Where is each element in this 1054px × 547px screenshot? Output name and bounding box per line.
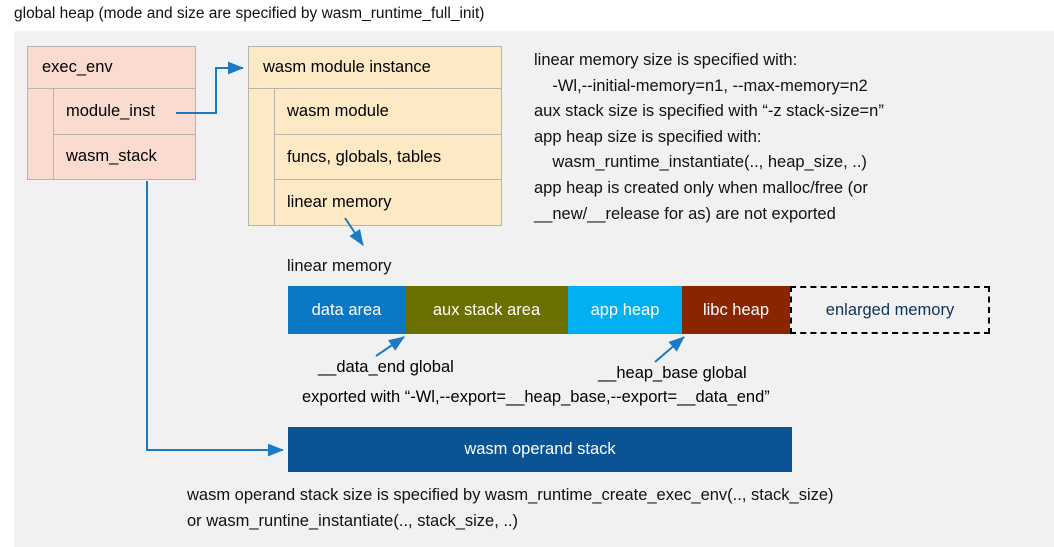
exec-env-header: exec_env [28,47,195,89]
linear-memory-caption: linear memory [287,257,392,275]
wasm-module-instance-header: wasm module instance [249,47,501,89]
module-field-wasm-module: wasm module [275,89,501,134]
heap-base-annotation: __heap_base global [598,364,747,382]
wasm-operand-stack-bar: wasm operand stack [288,427,792,472]
memory-segment-data-area: data area [288,286,405,334]
operand-stack-size-note: wasm operand stack size is specified by … [187,486,834,530]
wasm-operand-stack-label: wasm operand stack [464,440,616,458]
page-title: global heap (mode and size are specified… [14,5,485,22]
wasm-module-instance-rows: wasm module funcs, globals, tables linea… [275,89,501,226]
export-annotation: exported with “-Wl,--export=__heap_base,… [302,388,770,406]
wasm-module-instance-body: wasm module funcs, globals, tables linea… [249,89,501,226]
exec-env-body: module_inst wasm_stack [28,89,195,179]
exec-env-field-wasm-stack: wasm_stack [54,133,195,179]
module-field-funcs-globals-tables: funcs, globals, tables [275,133,501,180]
wasm-module-instance-gutter [249,89,275,225]
linear-memory-size-note: linear memory size is specified with: -W… [534,51,884,223]
memory-segment-app-heap: app heap [568,286,682,334]
exec-env-field-module-inst: module_inst [54,89,195,134]
memory-segment-enlarged-memory: enlarged memory [790,286,990,334]
module-field-linear-memory: linear memory [275,179,501,226]
data-end-annotation: __data_end global [318,358,454,376]
wasm-module-instance-box: wasm module instance wasm module funcs, … [248,46,502,226]
memory-segment-libc-heap: libc heap [682,286,790,334]
memory-segment-aux-stack-area: aux stack area [405,286,568,334]
exec-env-rows: module_inst wasm_stack [54,89,195,179]
exec-env-gutter [28,89,54,179]
exec-env-box: exec_env module_inst wasm_stack [27,46,196,180]
